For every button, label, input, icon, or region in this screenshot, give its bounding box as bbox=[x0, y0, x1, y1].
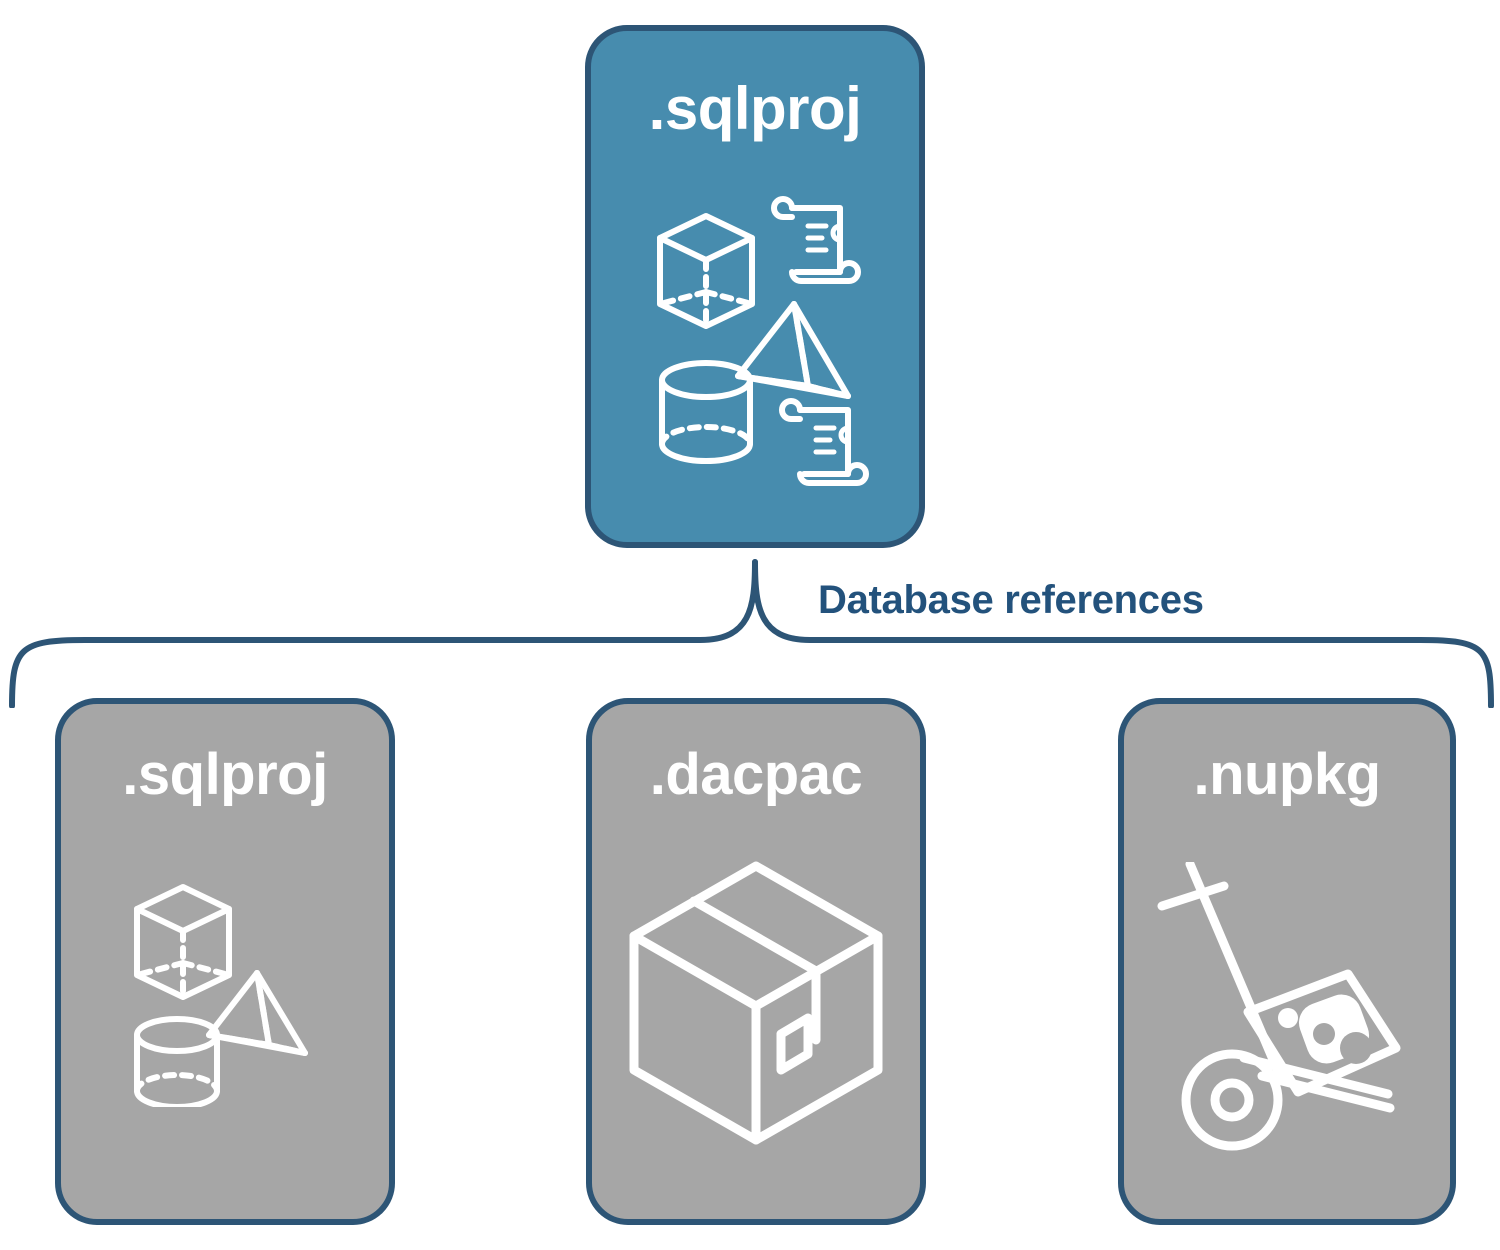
node-reference-dacpac[interactable]: .dacpac bbox=[586, 698, 926, 1225]
wireframe-cube-icon bbox=[134, 883, 232, 1000]
nuget-dot bbox=[1278, 1007, 1298, 1028]
scroll-document-icon-top bbox=[771, 195, 861, 284]
wireframe-pyramid-icon bbox=[206, 969, 308, 1056]
shipping-box-icon bbox=[629, 861, 883, 1144]
node-reference-nupkg-icon-group bbox=[1124, 804, 1450, 1219]
database-references-brace bbox=[9, 559, 1494, 708]
node-reference-nupkg-label: .nupkg bbox=[1193, 742, 1381, 807]
node-root-sqlproj-label: .sqlproj bbox=[648, 75, 862, 142]
scroll-document-icon-bottom bbox=[779, 397, 869, 486]
nuget-glyph-holes bbox=[1313, 1022, 1372, 1064]
node-root-sqlproj-icon-group bbox=[591, 139, 919, 542]
node-reference-dacpac-label: .dacpac bbox=[649, 742, 863, 807]
node-reference-dacpac-icon-group bbox=[592, 804, 920, 1219]
wireframe-cube-icon bbox=[657, 212, 755, 329]
node-reference-nupkg[interactable]: .nupkg bbox=[1118, 698, 1456, 1225]
node-reference-sqlproj-icon-group bbox=[61, 804, 389, 1219]
database-objects-illustration bbox=[657, 195, 869, 486]
database-objects-illustration-gray bbox=[134, 883, 308, 1107]
wireframe-cylinder-icon bbox=[134, 1015, 220, 1107]
wireframe-cylinder-icon bbox=[659, 359, 753, 464]
wireframe-pyramid-icon bbox=[735, 300, 851, 399]
node-root-sqlproj[interactable]: .sqlproj bbox=[585, 25, 925, 548]
connector-label: Database references bbox=[818, 578, 1204, 622]
node-reference-sqlproj-label: .sqlproj bbox=[122, 742, 328, 807]
node-reference-sqlproj[interactable]: .sqlproj bbox=[55, 698, 395, 1225]
hand-truck-package-icon bbox=[1157, 861, 1401, 1150]
